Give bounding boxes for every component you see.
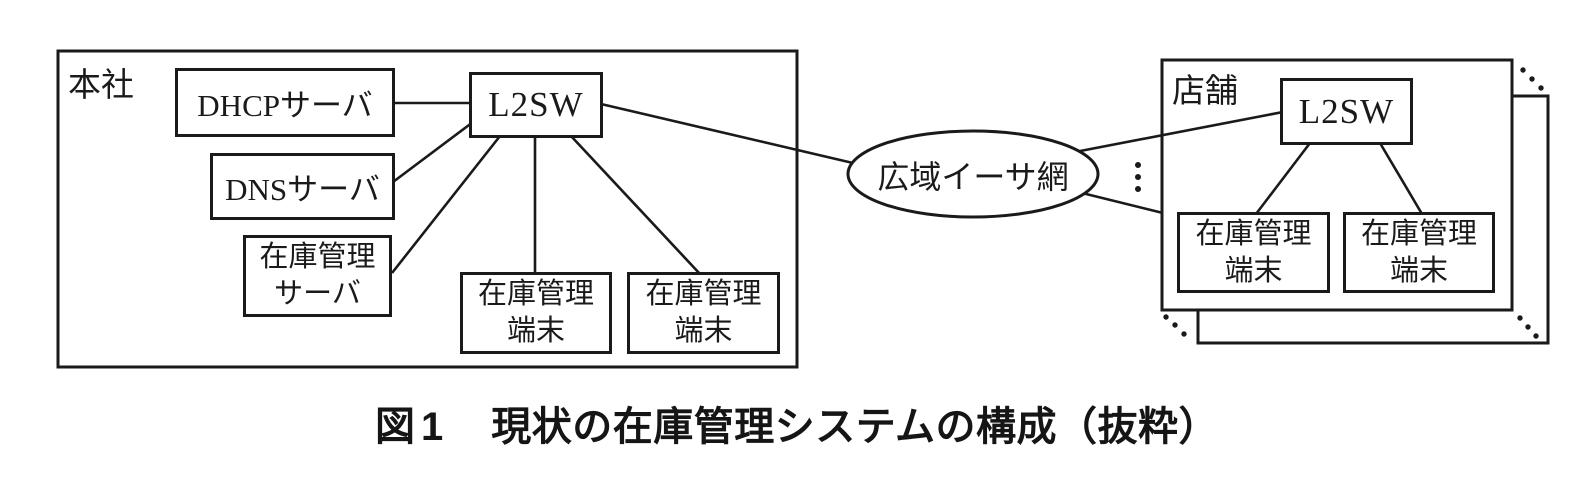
store-terminal-1-label-line1: 在庫管理: [1195, 217, 1312, 250]
inventory-server-node: 在庫管理 サーバ: [243, 235, 392, 317]
dhcp-server-node: DHCPサーバ: [175, 68, 395, 137]
link-store-l2sw-terminal2: [1378, 142, 1424, 215]
figure-caption-title: 現状の在庫管理システムの構成（抜粋）: [491, 405, 1220, 449]
hq-label: 本社: [68, 68, 134, 104]
store-terminal-1-node: 在庫管理 端末: [1177, 212, 1330, 293]
inventory-server-label-line1: 在庫管理: [259, 241, 376, 273]
link-wan-store-l2sw: [1074, 110, 1284, 154]
hq-terminal-1-label-line1: 在庫管理: [477, 278, 594, 310]
figure-caption-number: 図1: [374, 405, 450, 449]
dns-server-node: DNSサーバ: [210, 153, 395, 220]
figure-caption: 図1 現状の在庫管理システムの構成（抜粋）: [0, 394, 1594, 452]
stack-dots-bottom-right-icon: [1517, 315, 1539, 339]
store-l2sw-label: L2SW: [1298, 91, 1395, 131]
hq-terminal-1-node: 在庫管理 端末: [460, 272, 612, 354]
hq-l2sw-node: L2SW: [469, 72, 603, 138]
wan-label: 広域イーサ網: [877, 159, 1069, 195]
store-terminal-2-label-line1: 在庫管理: [1360, 217, 1477, 250]
store-terminal-2-node: 在庫管理 端末: [1343, 212, 1495, 293]
wan-ellipse: [846, 129, 1100, 219]
hq-terminal-1-label-line2: 端末: [506, 315, 565, 347]
hq-terminal-2-label-line1: 在庫管理: [645, 278, 762, 310]
link-wan-store2: [1077, 190, 1164, 215]
more-stores-dots-icon: [1135, 162, 1141, 192]
store-label: 店舗: [1172, 74, 1238, 110]
stack-dots-top-right-icon: [1520, 67, 1544, 91]
link-l2sw-terminal2: [570, 135, 701, 275]
inventory-server-label-line2: サーバ: [274, 278, 361, 310]
link-store-l2sw-terminal1: [1254, 142, 1312, 215]
store-terminal-1-label-line2: 端末: [1224, 254, 1283, 287]
link-dns-l2sw: [392, 120, 474, 184]
dns-server-label: DNSサーバ: [225, 172, 380, 207]
connector-lines: [390, 101, 1424, 275]
link-invserver-l2sw: [390, 135, 502, 274]
store-l2sw-node: L2SW: [1280, 78, 1413, 145]
hq-box: [56, 49, 799, 369]
stack-dots-bottom-left-icon: [1163, 314, 1187, 337]
link-hq-wan: [600, 102, 871, 169]
hq-l2sw-label: L2SW: [488, 85, 584, 124]
hq-terminal-2-label-line2: 端末: [674, 315, 733, 347]
store-terminal-2-label-line2: 端末: [1389, 254, 1448, 287]
hq-terminal-2-node: 在庫管理 端末: [627, 272, 780, 354]
dhcp-server-label: DHCPサーバ: [197, 88, 373, 123]
